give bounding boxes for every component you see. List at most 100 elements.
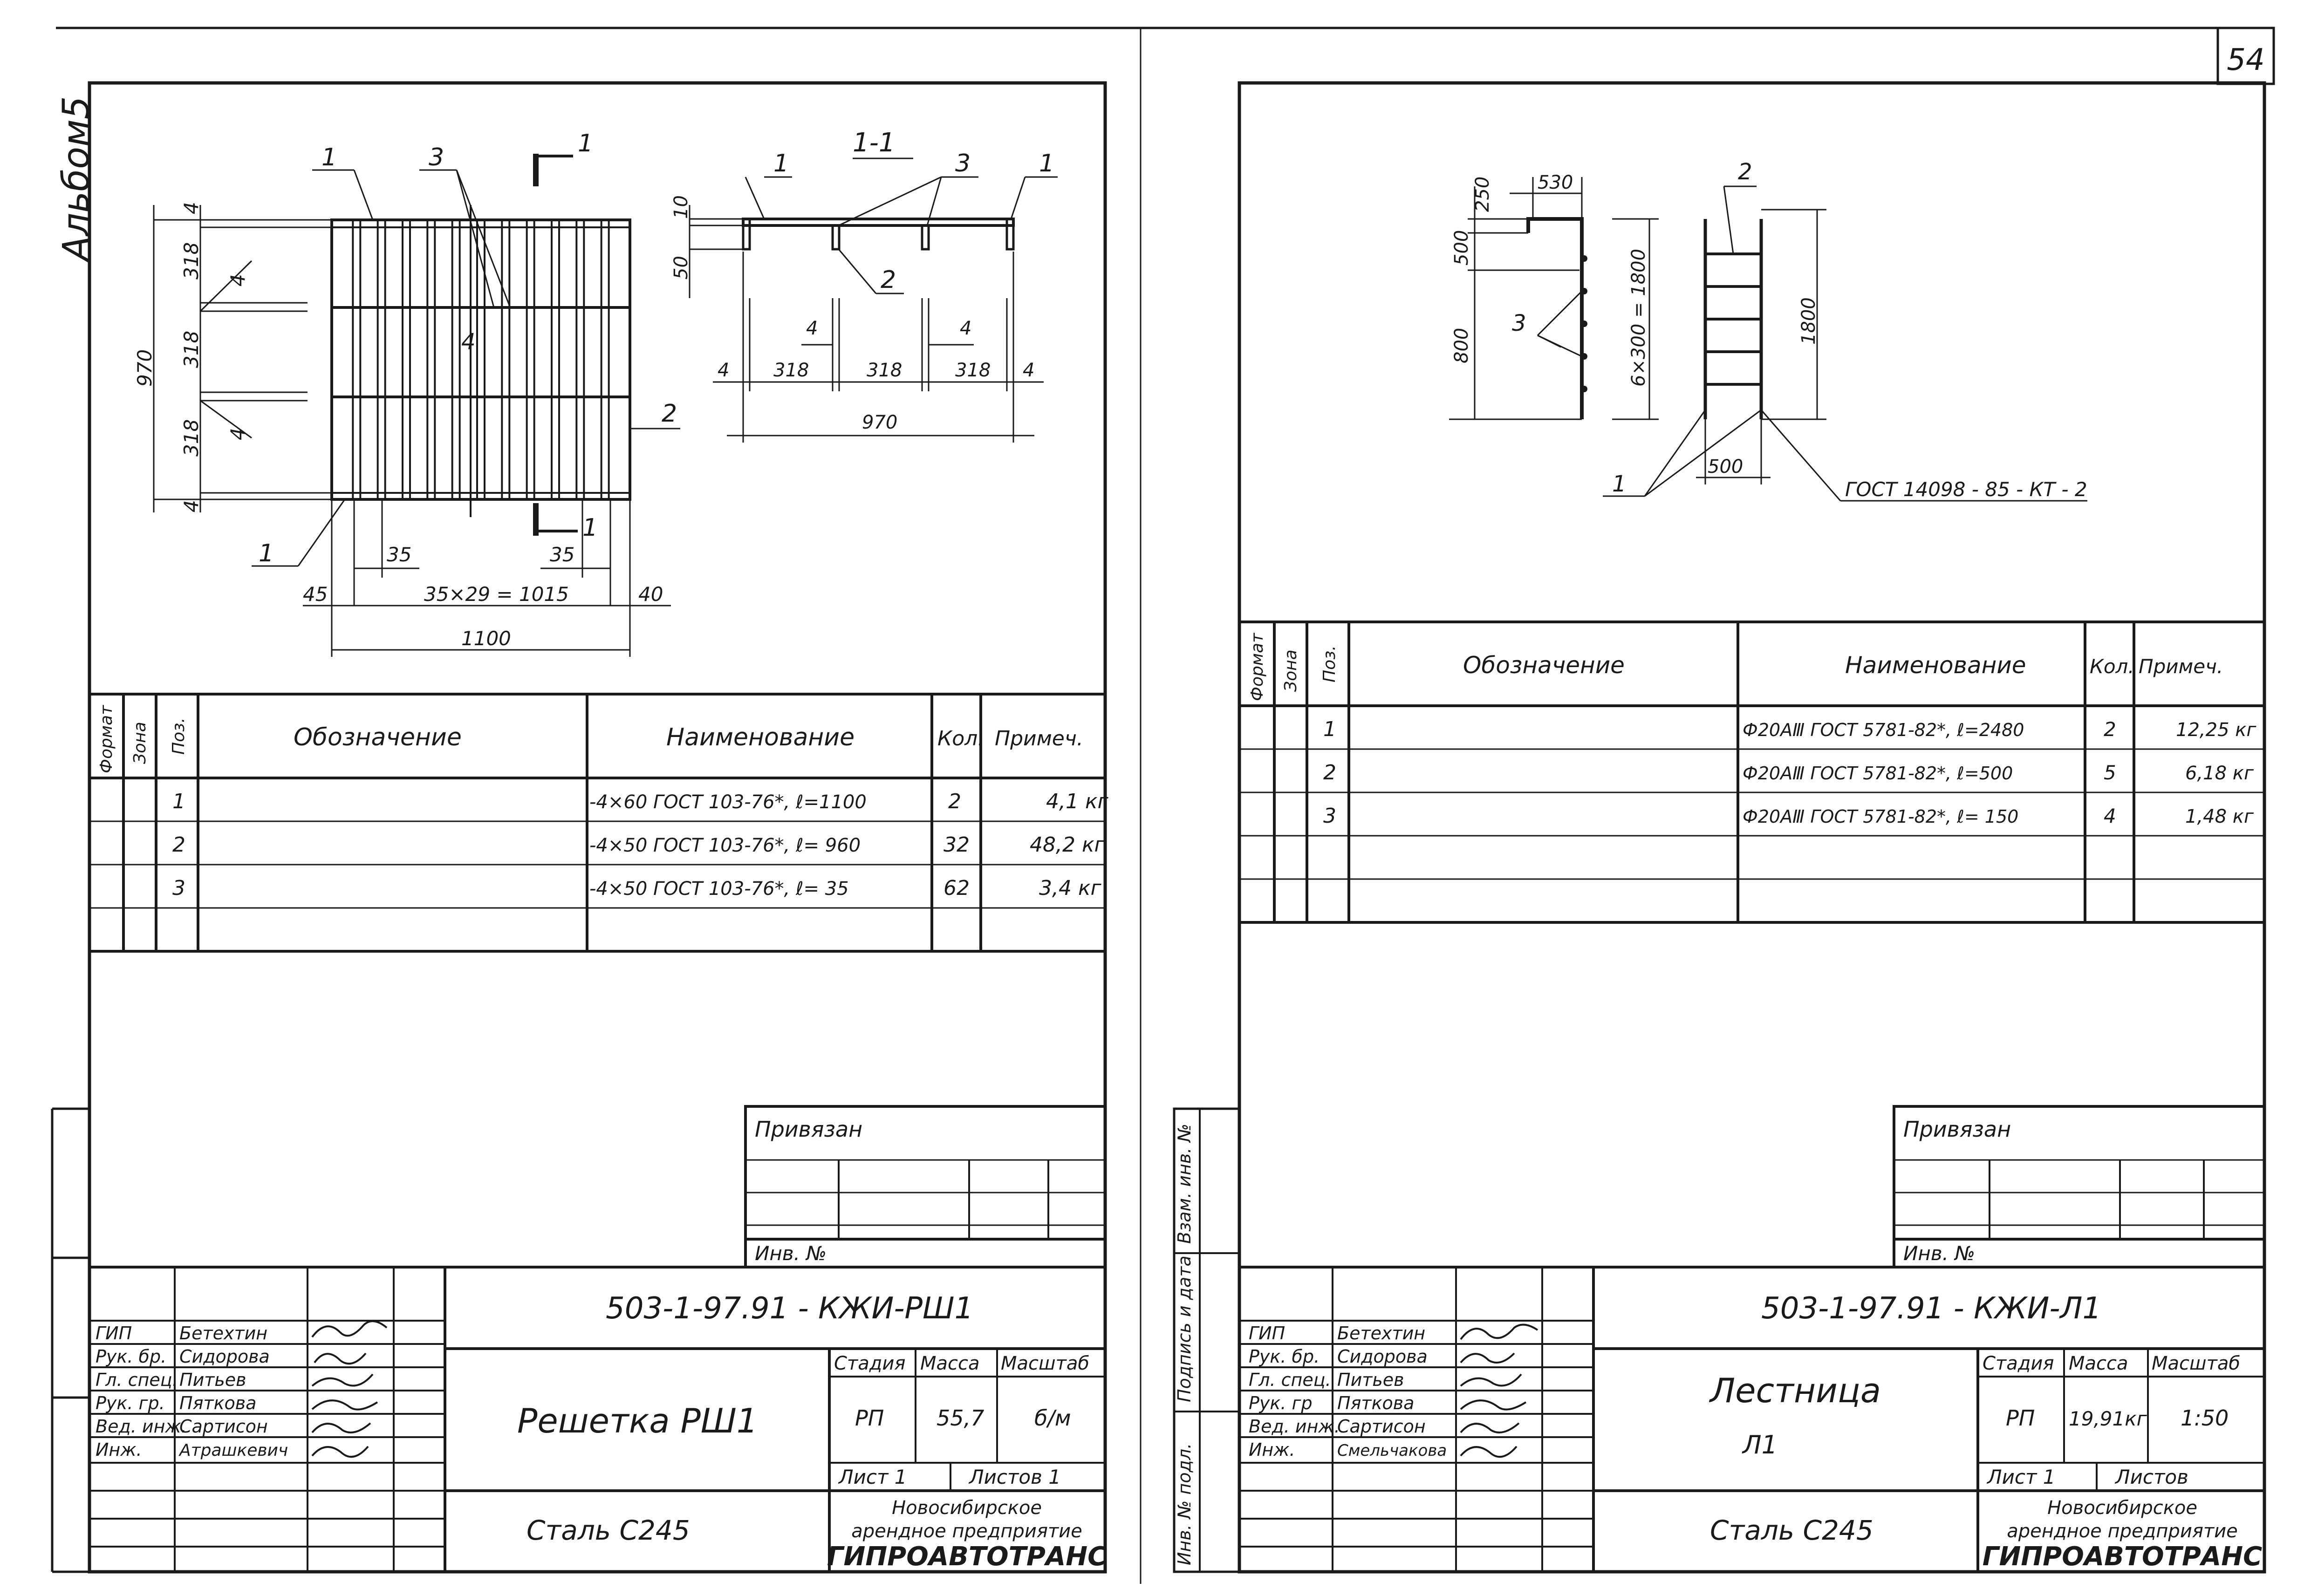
cut-mark-top: 1 <box>578 130 593 157</box>
right-scale: 1:50 <box>2181 1405 2229 1431</box>
svg-text:10: 10 <box>670 195 692 219</box>
svg-text:ГИП: ГИП <box>1249 1323 1285 1344</box>
left-margin-stub <box>51 1107 89 1573</box>
svg-text:32: 32 <box>944 833 970 857</box>
left-doc-code: 503-1-97.91 - КЖИ-РШ1 <box>606 1291 973 1326</box>
pos-mark-1-top: 1 <box>321 143 337 171</box>
left-col-name: Наименование <box>666 723 855 751</box>
right-signatures-table: ГИП Бетехтин Рук. бр. Сидорова Гл. спец.… <box>1249 1323 1538 1460</box>
svg-text:Рук. гр: Рук. гр <box>1249 1393 1313 1413</box>
svg-text:Питьев: Питьев <box>1337 1370 1404 1390</box>
page-number: 54 <box>2227 43 2264 77</box>
pos-mark-2: 2 <box>662 400 677 428</box>
ladder-drawing: 250 530 500 800 6×300 = 1800 3 <box>1449 159 2087 502</box>
right-title-block: 503-1-97.91 - КЖИ-Л1 Лестница Л1 Сталь С… <box>1239 1266 2264 1572</box>
dim-spacing-chain: 35×29 = 1015 <box>424 583 569 606</box>
svg-text:35: 35 <box>387 543 411 566</box>
svg-text:3: 3 <box>172 876 185 900</box>
svg-text:Новосибирское: Новосибирское <box>892 1497 1042 1519</box>
right-col-name: Наименование <box>1845 652 2026 679</box>
svg-text:530: 530 <box>1538 172 1573 193</box>
right-doc-subtitle: Л1 <box>1742 1430 1778 1460</box>
side-label-sign-date: Подпись и дата <box>1174 1255 1195 1402</box>
svg-text:800: 800 <box>1451 328 1472 363</box>
svg-text:4: 4 <box>180 500 203 512</box>
svg-text:арендное предприятие: арендное предприятие <box>2007 1521 2238 1542</box>
svg-text:Вед. инж.: Вед. инж. <box>96 1416 187 1437</box>
svg-text:1: 1 <box>172 790 185 813</box>
svg-text:970: 970 <box>133 349 156 387</box>
ladder-rung-dots <box>1581 255 1587 392</box>
svg-text:4: 4 <box>960 318 971 339</box>
right-mass: 19,91кг <box>2069 1407 2147 1430</box>
left-frame <box>88 81 1107 1574</box>
svg-text:35: 35 <box>550 543 574 566</box>
svg-text:Пяткова: Пяткова <box>1337 1393 1414 1413</box>
svg-text:2: 2 <box>2104 718 2116 741</box>
svg-text:-4×50 ГОСТ 103-76*, ℓ= 35: -4×50 ГОСТ 103-76*, ℓ= 35 <box>589 878 849 900</box>
signature-marks <box>311 1320 388 1458</box>
gost-note: ГОСТ 14098 - 85 - КТ - 2 <box>1845 478 2087 501</box>
svg-text:3: 3 <box>955 150 971 177</box>
svg-text:1: 1 <box>1039 150 1054 177</box>
svg-text:Питьев: Питьев <box>179 1370 246 1390</box>
svg-text:318: 318 <box>867 360 902 381</box>
left-col-format: Формат <box>97 705 116 773</box>
svg-text:Стадия: Стадия <box>1983 1353 2054 1374</box>
section-1-1-drawing: 1-1 1 3 1 2 10 50 <box>670 128 1058 443</box>
side-label-inv-orig: Инв. № подл. <box>1174 1443 1195 1565</box>
right-col-format: Формат <box>1248 633 1267 701</box>
left-spec-table: Формат Зона Поз. Обозначение Наименовани… <box>89 693 1109 953</box>
left-col-zone: Зона <box>130 722 150 764</box>
table-row: 2 Ф20АⅢ ГОСТ 5781-82*, ℓ=500 5 6,18 кг <box>1323 761 2254 784</box>
svg-text:1800: 1800 <box>1798 297 1819 345</box>
pos-mark-4: 4 <box>461 329 476 355</box>
right-material: Сталь С245 <box>1710 1514 1873 1546</box>
svg-text:4,1 кг: 4,1 кг <box>1046 790 1109 813</box>
svg-text:Листов: Листов <box>2114 1466 2188 1488</box>
left-stage: РП <box>855 1405 884 1431</box>
right-stage: РП <box>2006 1405 2035 1431</box>
svg-text:Пяткова: Пяткова <box>179 1393 256 1413</box>
left-col-note: Примеч. <box>995 727 1083 750</box>
svg-text:Стадия: Стадия <box>834 1353 905 1374</box>
left-binding-block: Привязан Инв. № <box>744 1105 1107 1269</box>
svg-text:Масса: Масса <box>920 1353 980 1374</box>
svg-text:3,4 кг: 3,4 кг <box>1039 876 1102 900</box>
right-binding-block: Привязан Инв. № <box>1893 1105 2266 1269</box>
left-bound-label: Привязан <box>755 1117 862 1142</box>
svg-text:Сартисон: Сартисон <box>179 1416 268 1437</box>
right-doc-code: 503-1-97.91 - КЖИ-Л1 <box>1761 1291 2101 1326</box>
svg-text:1,48 кг: 1,48 кг <box>2185 806 2254 827</box>
side-label-replace-inv: Взам. инв. № <box>1174 1124 1195 1244</box>
right-sheet: Взам. инв. № Подпись и дата Инв. № подл. <box>1173 81 2266 1574</box>
table-row: 3 Ф20АⅢ ГОСТ 5781-82*, ℓ= 150 4 1,48 кг <box>1323 804 2254 828</box>
svg-text:4: 4 <box>2104 805 2116 827</box>
svg-text:Атрашкевич: Атрашкевич <box>178 1441 288 1460</box>
right-frame <box>1238 81 2266 1574</box>
svg-text:Сидорова: Сидорова <box>1337 1346 1428 1367</box>
svg-text:970: 970 <box>862 412 897 433</box>
left-col-designation: Обозначение <box>294 723 462 751</box>
svg-text:2: 2 <box>948 790 961 813</box>
svg-text:1: 1 <box>1612 471 1627 497</box>
svg-text:2: 2 <box>172 833 185 857</box>
svg-text:4: 4 <box>226 274 249 286</box>
svg-text:Масштаб: Масштаб <box>1001 1353 1089 1374</box>
svg-text:4: 4 <box>718 360 729 381</box>
svg-text:Бетехтин: Бетехтин <box>179 1323 267 1344</box>
right-org-name: ГИПРОАВТОТРАНС <box>1983 1541 2262 1572</box>
right-doc-title: Лестница <box>1709 1371 1881 1410</box>
svg-text:62: 62 <box>944 876 970 900</box>
svg-text:3: 3 <box>1323 804 1336 828</box>
svg-text:45: 45 <box>303 583 328 606</box>
svg-text:Инж.: Инж. <box>1249 1439 1295 1460</box>
svg-text:Гл. спец.: Гл. спец. <box>1249 1370 1331 1390</box>
svg-text:Ф20АⅢ ГОСТ 5781-82*, ℓ=500: Ф20АⅢ ГОСТ 5781-82*, ℓ=500 <box>1743 763 2013 784</box>
svg-text:2: 2 <box>1323 761 1336 784</box>
svg-text:Смельчакова: Смельчакова <box>1337 1441 1447 1460</box>
section-label: 1-1 <box>853 128 895 158</box>
svg-text:Ф20АⅢ ГОСТ 5781-82*, ℓ= 150: Ф20АⅢ ГОСТ 5781-82*, ℓ= 150 <box>1743 806 2018 827</box>
svg-text:318: 318 <box>180 242 203 280</box>
